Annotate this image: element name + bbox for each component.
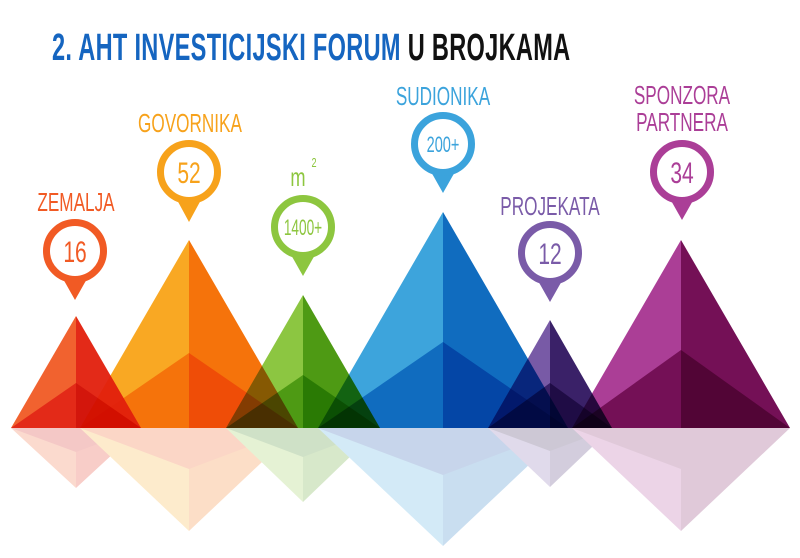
pin-m2	[271, 195, 335, 276]
value-projekata: 12	[538, 239, 561, 271]
reflections	[11, 428, 790, 546]
pin-projekata	[518, 221, 582, 302]
label-m2: m	[290, 163, 305, 192]
pyramid-purple	[488, 320, 612, 428]
pin-govornika	[157, 140, 221, 222]
value-m2: 1400+	[284, 215, 322, 240]
label-partnera: PARTNERA	[636, 107, 728, 137]
pyramid-magenta	[572, 240, 790, 428]
label-projekata: PROJEKATA	[500, 191, 600, 221]
value-zemalja: 16	[63, 237, 86, 269]
pyramid-green	[226, 295, 380, 428]
title-highlight: 2. AHT INVESTICIJSKI FORUM	[52, 27, 401, 69]
pin-zemalja	[43, 219, 107, 300]
pyramid-red	[11, 316, 141, 428]
pin-sudionika	[411, 112, 475, 193]
label-zemalja: ZEMALJA	[37, 187, 114, 217]
label-govornika: GOVORNIKA	[138, 108, 242, 138]
title-rest: U BROJKAMA	[407, 27, 571, 69]
value-sudionika: 200+	[427, 132, 460, 157]
page-title: 2. AHT INVESTICIJSKI FORUM U BROJKAMA	[52, 27, 571, 69]
value-govornika: 52	[177, 158, 200, 190]
value-sponzora: 34	[670, 158, 693, 190]
label-sudionika: SUDIONIKA	[396, 81, 491, 111]
label-sponzora: SPONZORA	[634, 80, 730, 110]
label-m2-superscript: 2	[311, 157, 316, 171]
pin-sponzora	[650, 140, 714, 220]
